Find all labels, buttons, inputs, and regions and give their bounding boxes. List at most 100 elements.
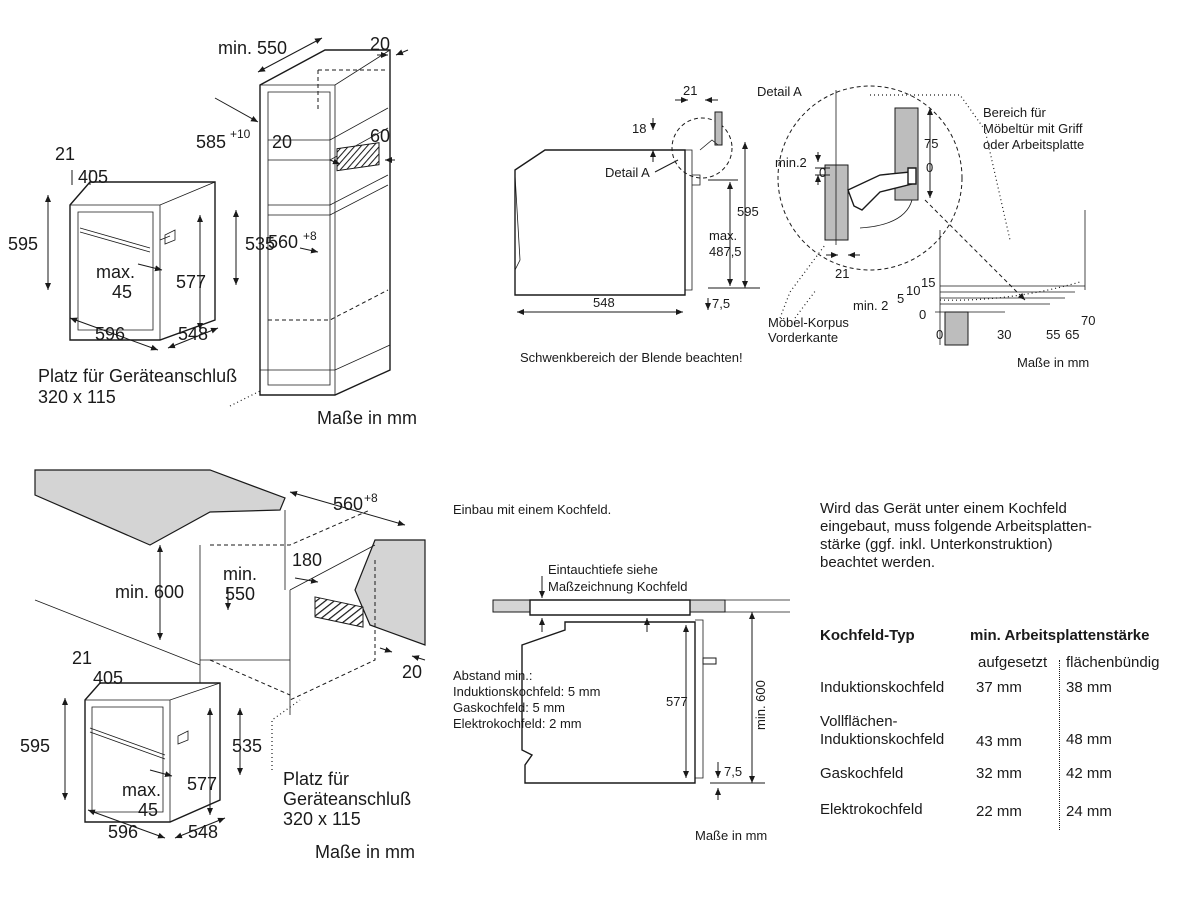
tall-unit-panel: min. 550 20 585 +10 20 60 560 +8 21 405 … — [8, 34, 417, 428]
side-profile-panel: 21 18 Detail A 595 max. 487,5 548 7,5 Sc… — [514, 83, 760, 365]
row-flaechen: 42 mm — [1066, 765, 1112, 782]
detail-a-moebel-1: Möbel-Korpus — [768, 315, 849, 330]
under-d560-sup: +8 — [364, 491, 378, 505]
row-type-1: Induktionskochfeld — [820, 679, 945, 696]
table-row: Induktionskochfeld 37 mm 38 mm — [820, 675, 1190, 709]
under-platz-1: Platz für — [283, 769, 349, 789]
under-max-label: max. — [122, 780, 161, 800]
table-divider — [1059, 660, 1061, 830]
info-para-1: Wird das Gerät unter einem Kochfeld — [820, 500, 1067, 517]
side-max-label: max. — [709, 228, 737, 243]
side-d7-5-label: 7,5 — [712, 296, 730, 311]
tall-d20-label: 20 — [370, 34, 390, 54]
detail-a-d65: 65 — [1065, 327, 1079, 342]
detail-a-d75: 75 — [924, 136, 938, 151]
tall-d577-label: 577 — [176, 272, 206, 292]
side-d595-label: 595 — [737, 204, 759, 219]
tall-d535-label: 535 — [245, 234, 275, 254]
under-masse-label: Maße in mm — [315, 842, 415, 862]
tall-d21-label: 21 — [55, 144, 75, 164]
tall-cabinet-drawing — [259, 49, 391, 396]
kochfeld-eintauch-2: Maßzeichnung Kochfeld — [548, 579, 687, 594]
table-row: Gaskochfeld 32 mm 42 mm — [820, 761, 1190, 797]
under-unit-panel: 560 +8 min. 600 min. 550 180 20 21 405 5… — [20, 469, 426, 862]
kochfeld-dimensions — [539, 576, 765, 800]
sub-flaechen: flächenbündig — [1066, 654, 1160, 671]
under-min600-label: min. 600 — [115, 582, 184, 602]
tall-d20b-label: 20 — [272, 132, 292, 152]
side-max-value: 487,5 — [709, 244, 742, 259]
detail-a-d0-right: 0 — [926, 160, 933, 175]
under-d21-label: 21 — [72, 648, 92, 668]
detail-a-d0-left: 0 — [919, 307, 926, 322]
kochfeld-eintauch-1: Eintauchtiefe siehe — [548, 562, 658, 577]
col-type-header: Kochfeld-Typ — [820, 627, 915, 644]
detail-a-title: Detail A — [757, 84, 802, 99]
row-aufgesetzt: 37 mm — [976, 679, 1022, 696]
tall-d560-sup: +8 — [303, 229, 317, 243]
detail-a-panel: Detail A Bereich für Möbeltür mit Griff … — [757, 84, 1095, 370]
kochfeld-abstand-2: Induktionskochfeld: 5 mm — [453, 684, 600, 699]
detail-a-bereich-1: Bereich für — [983, 105, 1047, 120]
kochfeld-abstand-1: Abstand min.: — [453, 668, 533, 683]
side-detail-a-label: Detail A — [605, 165, 650, 180]
detail-a-min2: min. 2 — [853, 298, 888, 313]
tall-d60-label: 60 — [370, 126, 390, 146]
tall-max-label: max. — [96, 262, 135, 282]
tall-d596-label: 596 — [95, 324, 125, 344]
row-aufgesetzt: 22 mm — [976, 803, 1022, 820]
tall-platz-line1: Platz für Geräteanschluß — [38, 366, 237, 386]
row-flaechen: 48 mm — [1066, 731, 1112, 748]
detail-a-dimensions — [815, 108, 933, 258]
side-d21-label: 21 — [683, 83, 697, 98]
detail-a-bereich-2: Möbeltür mit Griff — [983, 121, 1083, 136]
side-profile-dimensions — [517, 97, 760, 315]
col-min-header: min. Arbeitsplattenstärke — [970, 627, 1150, 644]
row-type-1: Elektrokochfeld — [820, 801, 923, 818]
under-platz-3: 320 x 115 — [283, 809, 361, 829]
tall-d560-label: 560 — [268, 232, 298, 252]
under-d535-label: 535 — [232, 736, 262, 756]
detail-a-d0-top: 0 — [819, 165, 826, 180]
tall-d595-label: 595 — [8, 234, 38, 254]
side-schwenk-note: Schwenkbereich der Blende beachten! — [520, 350, 743, 365]
sub-aufgesetzt: aufgesetzt — [978, 654, 1048, 671]
detail-a-min2-top: min.2 — [775, 155, 807, 170]
row-type-1: Vollflächen- — [820, 713, 898, 730]
tall-d585-sup: +10 — [230, 127, 251, 141]
under-min-label: min. — [223, 564, 257, 584]
info-para-3: stärke (ggf. inkl. Unterkonstruktion) — [820, 536, 1053, 553]
kochfeld-d577: 577 — [666, 694, 688, 709]
detail-a-d55: 55 — [1046, 327, 1060, 342]
under-d405-label: 405 — [93, 668, 123, 688]
row-flaechen: 24 mm — [1066, 803, 1112, 820]
tall-masse-label: Maße in mm — [317, 408, 417, 428]
table-row: Vollflächen- Induktionskochfeld 43 mm 48… — [820, 709, 1190, 761]
kochfeld-d7-5: 7,5 — [724, 764, 742, 779]
tall-d585-label: 585 — [196, 132, 226, 152]
info-panel: Wird das Gerät unter einem Kochfeld eing… — [820, 500, 1190, 572]
tall-max45-label: 45 — [112, 282, 132, 302]
detail-a-d21: 21 — [835, 266, 849, 281]
detail-a-masse: Maße in mm — [1017, 355, 1089, 370]
detail-a-moebel-2: Vorderkante — [768, 330, 838, 345]
detail-a-d10: 10 — [906, 283, 920, 298]
detail-a-d70: 70 — [1081, 313, 1095, 328]
kochfeld-abstand-4: Elektrokochfeld: 2 mm — [453, 716, 582, 731]
detail-a-d15: 15 — [921, 275, 935, 290]
row-type-2: Induktionskochfeld — [820, 731, 945, 748]
side-d18-label: 18 — [632, 121, 646, 136]
detail-a-d0-bottom: 0 — [936, 327, 943, 342]
kochfeld-min600: min. 600 — [753, 680, 768, 730]
under-oven-front-drawing — [84, 682, 221, 823]
detail-a-drawing — [777, 85, 1086, 346]
under-d20-label: 20 — [402, 662, 422, 682]
kochfeld-masse: Maße in mm — [695, 828, 767, 843]
tall-d548-label: 548 — [178, 324, 208, 344]
tall-platz-line2: 320 x 115 — [38, 387, 116, 407]
row-type-1: Gaskochfeld — [820, 765, 904, 782]
info-para-2: eingebaut, muss folgende Arbeitsplatten- — [820, 518, 1092, 535]
under-counter-drawing — [34, 469, 426, 715]
kochfeld-abstand-3: Gaskochfeld: 5 mm — [453, 700, 565, 715]
